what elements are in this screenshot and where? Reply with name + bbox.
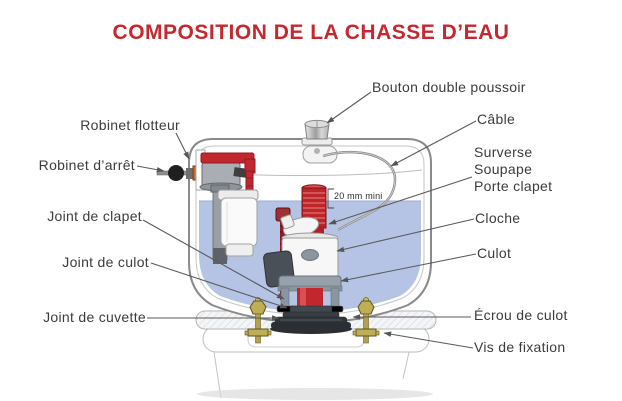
label-cable: Câble [477,111,516,127]
label-ecrou-de-culot: Écrou de culot [474,307,568,323]
label-robinet-arret: Robinet d’arrêt [38,157,135,173]
float-valve [195,149,259,264]
label-culot: Culot [477,245,512,261]
leader-vis-de-fixation [383,331,474,349]
leader-cable [390,120,477,167]
label-bouton-double-poussoir: Bouton double poussoir [372,79,526,95]
leader-surverse-soupape [328,176,473,225]
label-joint-de-clapet: Joint de clapet [47,208,142,224]
leader-robinet-flotteur [175,132,190,160]
leader-culot [340,253,477,283]
flush-cable [322,150,397,232]
label-joint-de-cuvette: Joint de cuvette [43,309,146,325]
leader-cloche [336,218,475,253]
flush-button [301,119,338,164]
leader-joint-de-culot [150,262,288,309]
label-soupape: Soupape [474,161,533,177]
min-height-annotation: 20 mm mini [334,191,383,201]
leader-joint-de-clapet [142,219,285,300]
label-surverse: Surverse [474,144,533,160]
bowl-shadow [197,388,433,400]
fixing-screw-left [244,297,272,344]
label-porte-clapet: Porte clapet [474,178,553,194]
brand-logo [301,249,319,261]
leader-lines [136,91,477,349]
stop-valve-knob [168,165,184,181]
fixing-screw-right [352,297,380,344]
float-arm [200,152,255,164]
float-cup [220,197,258,247]
page-title: COMPOSITION DE LA CHASSE D’EAU [112,21,510,44]
leader-bouton [326,91,372,124]
label-vis-de-fixation: Vis de fixation [474,339,566,355]
label-joint-de-culot: Joint de culot [62,254,149,270]
label-cloche: Cloche [475,210,521,226]
base-flange [270,305,352,334]
label-robinet-flotteur: Robinet flotteur [80,117,180,133]
leader-robinet-arret [136,165,165,173]
measurement-bracket [327,188,334,209]
